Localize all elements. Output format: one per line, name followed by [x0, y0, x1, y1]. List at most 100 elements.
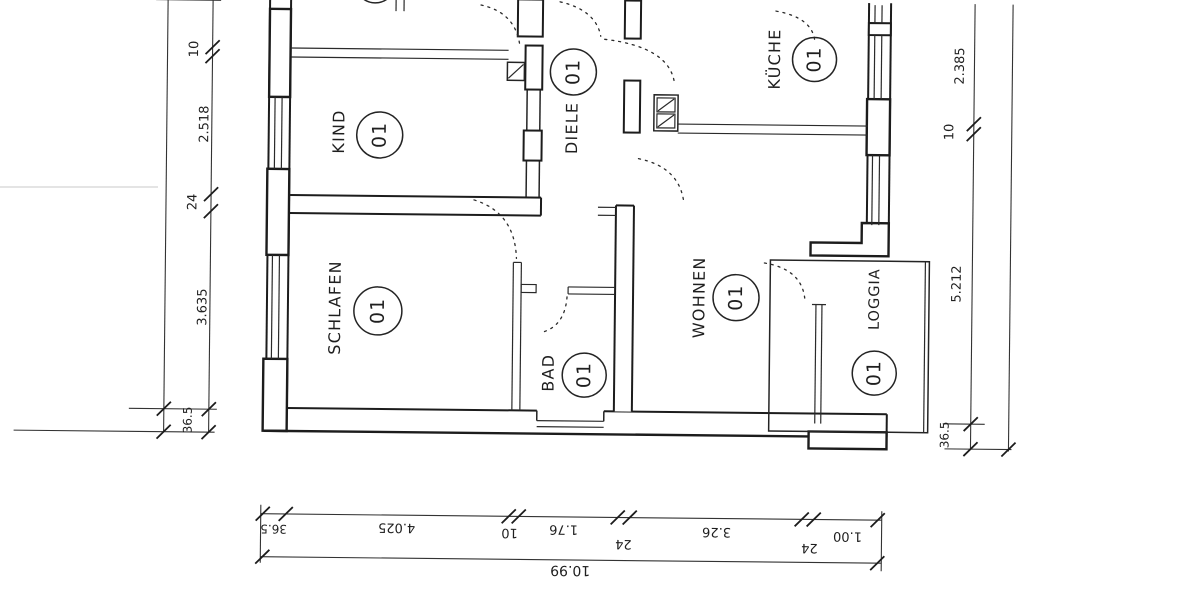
wall-kind-east-block	[522, 129, 543, 162]
wall-kind-north-b	[291, 56, 509, 60]
door-swing-arc-bad	[540, 296, 568, 334]
dim-left-2518: 2.518	[197, 105, 212, 142]
room-circle-schlafen	[353, 286, 403, 336]
dimension-chain-bottom: 36.5 4.025 10 1.76 24 3.26 24 1.00 10.99	[254, 504, 886, 578]
wall-entrance-stub-left	[516, 0, 545, 38]
dimension-ticks-left	[155, 39, 221, 440]
wall-kind-schlafen-b	[289, 212, 541, 217]
dim-bottom-10: 10	[501, 525, 518, 540]
room-schlafen: SCHLAFEN 01	[325, 260, 403, 355]
shaft-symbol-diele	[506, 61, 526, 82]
dim-bottom-24b: 24	[801, 540, 818, 555]
window-wohnen-east	[871, 155, 881, 226]
shaft-symbols	[506, 61, 679, 132]
wall-kueche-wohnen-b	[677, 132, 868, 136]
room-diele: DIELE 01	[549, 48, 598, 154]
window-kind	[273, 96, 283, 169]
room-number-bad: 01	[573, 362, 595, 388]
wall-right-sill-block	[867, 22, 892, 37]
room-label-kueche: KÜCHE	[765, 28, 785, 89]
window-schlafen	[270, 254, 281, 359]
room-circle-cut-top	[354, 0, 397, 4]
dim-bottom-4025: 4.025	[378, 519, 415, 534]
room-circle-kueche	[791, 36, 838, 83]
wall-kueche-west	[622, 79, 642, 134]
room-number-loggia: 01	[863, 360, 885, 386]
wall-schlafen-east-a	[511, 262, 514, 411]
room-wohnen: WOHNEN 01	[689, 256, 760, 338]
wall-wohnen-west-b	[630, 205, 635, 412]
room-kind: KIND 01	[329, 109, 404, 159]
dimension-chain-left: 10 2.518 24 3.635 36.5	[13, 0, 222, 440]
wall-diele-west-block-top	[524, 44, 544, 91]
room-circle-wohnen	[712, 273, 760, 322]
door-arcs	[473, 1, 816, 334]
room-circle-loggia	[851, 350, 898, 396]
door-swing-arc-wohnen	[637, 158, 685, 205]
windows	[270, 5, 883, 428]
room-circle-diele	[549, 48, 598, 96]
window-kueche-top	[873, 5, 883, 100]
shaft-symbol-kueche	[653, 94, 679, 132]
room-circle-kind	[355, 111, 404, 159]
room-number-kueche: 01	[803, 46, 825, 72]
dimension-chain-right: 2.385 10 5.212 36.5	[937, 4, 1017, 458]
wall-kind-north-a	[291, 47, 509, 51]
wall-kueche-wohnen-a	[677, 123, 868, 127]
room-label-loggia: LOGGIA	[867, 268, 884, 330]
dimension-ticks-bottom	[254, 506, 886, 571]
dim-left-24: 24	[185, 194, 200, 211]
room-label-bad: BAD	[539, 354, 558, 392]
door-swing-arc-kueche	[604, 38, 675, 83]
dim-bottom-176: 1.76	[549, 521, 578, 536]
wall-left-pier-mid	[265, 167, 291, 257]
dim-right-10: 10	[942, 124, 957, 141]
dim-bottom-326: 3.26	[702, 524, 731, 539]
wall-kind-schlafen-a	[290, 194, 542, 199]
door-swing-arc-top-room	[480, 4, 521, 46]
dim-bottom-total: 10.99	[550, 562, 590, 578]
dim-right-5212: 5.212	[949, 265, 964, 302]
wall-right-loggia-step	[809, 221, 891, 258]
wall-bottom-inner-face-left	[286, 406, 537, 412]
room-bad: BAD 01	[539, 352, 607, 398]
room-label-wohnen: WOHNEN	[689, 256, 709, 338]
room-number-diele: 01	[562, 59, 584, 85]
loggia-outline	[767, 259, 931, 434]
room-number-kind: 01	[369, 122, 391, 148]
dim-bottom-100: 1.00	[833, 528, 862, 543]
wall-entrance-stub-right	[623, 0, 643, 40]
dim-left-365: 36.5	[181, 407, 195, 434]
wall-bottom-inner-face-right	[603, 410, 887, 416]
window-bad	[536, 420, 604, 428]
room-label-diele: DIELE	[562, 102, 582, 154]
door-swing-arc-schlafen	[473, 199, 518, 260]
dim-bottom-365: 36.5	[260, 522, 287, 536]
wall-bad-stub-west	[520, 283, 537, 294]
wall-loggia-bottom	[807, 430, 888, 451]
wall-left-pier-top	[267, 7, 293, 99]
door-swing-arc-loggia	[763, 262, 806, 303]
room-loggia: LOGGIA 01	[851, 268, 898, 396]
room-number-wohnen: 01	[725, 284, 747, 310]
interior-walls	[289, 0, 868, 412]
dim-left-10: 10	[187, 41, 202, 58]
room-label-kind: KIND	[329, 109, 348, 154]
wall-right-pier	[865, 97, 892, 157]
wall-left-corner	[261, 357, 289, 433]
door-swing-arc-entrance	[559, 1, 602, 37]
wall-wohnen-west-a	[612, 205, 617, 412]
dim-bottom-24a: 24	[615, 536, 632, 551]
room-circle-bad	[561, 352, 607, 398]
room-kueche: KÜCHE 01	[765, 28, 838, 90]
dim-right-365: 36.5	[937, 421, 951, 448]
room-number-schlafen: 01	[367, 298, 389, 324]
dim-left-3635: 3.635	[195, 288, 210, 325]
room-labels: KIND 01 SCHLAFEN 01 DIELE 01 KÜCHE 01 BA…	[325, 0, 898, 398]
dim-right-2385: 2.385	[953, 47, 968, 84]
dimension-ticks-right	[962, 116, 1017, 458]
wall-bottom-outer-face	[263, 429, 887, 439]
room-label-schlafen: SCHLAFEN	[325, 260, 345, 355]
